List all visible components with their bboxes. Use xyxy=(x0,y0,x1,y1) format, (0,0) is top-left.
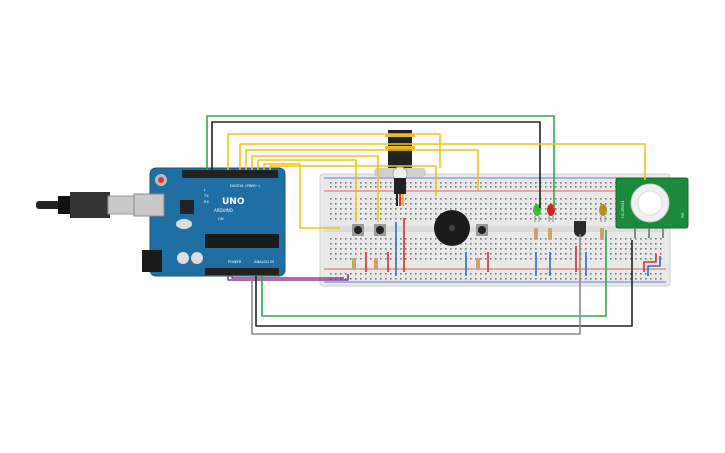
piezo-buzzer xyxy=(434,210,470,246)
led-green xyxy=(533,204,541,222)
l-label: L xyxy=(204,188,206,192)
tx-label: TX xyxy=(203,194,209,198)
wire-black-top xyxy=(211,121,541,208)
wire-yellow-5 xyxy=(257,159,357,222)
wire-blue-6 xyxy=(647,256,661,276)
arduino-board: UNO ARDUINO DIGITAL (PWM~) POWER ANALOG … xyxy=(133,167,286,277)
push-button-1 xyxy=(352,224,364,236)
wire-gray-bottom xyxy=(251,234,581,335)
wire-yellow-7 xyxy=(269,165,437,196)
board-brand-text: ARDUINO xyxy=(214,208,233,213)
resistor-5 xyxy=(548,228,552,240)
wire-yellow-1 xyxy=(227,133,441,170)
push-button-2 xyxy=(374,224,386,236)
temperature-sensor xyxy=(574,221,586,237)
wire-green-bottom xyxy=(261,230,607,317)
digital-label: DIGITAL (PWM~) xyxy=(230,184,260,188)
wire-yellow-2 xyxy=(239,143,646,180)
usb-cable xyxy=(36,192,135,218)
pir-label-right: PIR xyxy=(681,212,685,218)
wire-yellow-4 xyxy=(251,155,379,222)
wire-yellow-3 xyxy=(245,149,479,190)
wire-yellow-6 xyxy=(263,163,340,229)
wire-purple-2 xyxy=(231,276,344,279)
wire-black-bottom xyxy=(255,240,633,327)
analog-label: ANALOG IN xyxy=(254,260,274,264)
push-button-3 xyxy=(476,224,488,236)
board-name-text: UNO xyxy=(222,197,245,207)
pir-sensor: HC-SR501 PIR xyxy=(615,177,689,238)
resistor-1 xyxy=(352,258,356,270)
resistor-6 xyxy=(600,228,604,240)
led-amber xyxy=(599,204,607,222)
wire-red-6 xyxy=(643,254,657,272)
resistor-2 xyxy=(374,258,378,270)
wire-purple-1 xyxy=(227,274,349,281)
rx-label: RX xyxy=(204,200,209,204)
resistor-4 xyxy=(534,228,538,240)
led-red xyxy=(547,204,555,222)
pir-label-left: HC-SR501 xyxy=(621,200,625,218)
wire-green-top xyxy=(206,115,555,208)
on-label: ON xyxy=(218,217,224,221)
resistor-3 xyxy=(476,258,480,270)
wires xyxy=(206,115,661,335)
power-label: POWER xyxy=(228,260,242,264)
